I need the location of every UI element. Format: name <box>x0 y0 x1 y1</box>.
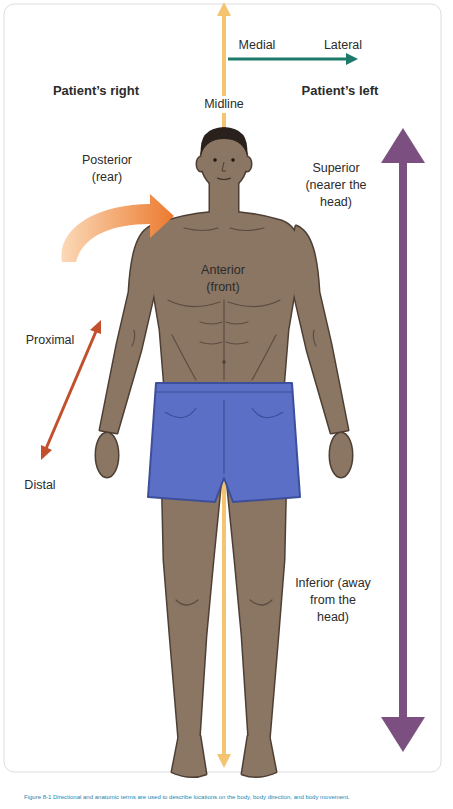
elbow-line <box>313 330 316 346</box>
shorts-seam <box>223 400 224 474</box>
knee-line <box>176 600 198 605</box>
mouth <box>217 178 231 180</box>
hand <box>96 433 118 477</box>
collarbone <box>230 228 264 231</box>
direction-label: Anterior (front) <box>192 262 254 296</box>
collarbone <box>184 228 218 231</box>
leg <box>227 470 286 742</box>
abdominal-line <box>226 322 248 324</box>
direction-label: Patient’s left <box>278 82 402 99</box>
direction-label: Patient’s right <box>34 82 158 99</box>
body-fill <box>96 131 352 777</box>
figure-caption: Figure 8-1 Directional and anatomic term… <box>24 793 444 801</box>
vertical-arrow-shaft <box>399 160 407 720</box>
superior-arrowhead <box>381 128 425 163</box>
foot <box>242 736 276 777</box>
proximal-arrowhead <box>90 320 101 334</box>
hand <box>330 433 352 477</box>
midline-arrowhead <box>217 2 231 16</box>
pectoral-line <box>168 300 220 307</box>
leg <box>162 470 221 742</box>
muscle-lines <box>132 228 316 605</box>
shorts-pocket <box>252 408 283 418</box>
posterior-curved-arrow <box>61 194 174 262</box>
inferior-arrowhead <box>381 717 425 752</box>
abdominal-line <box>200 342 222 344</box>
knee-line <box>250 600 272 605</box>
midline-arrowhead <box>217 754 231 768</box>
navel <box>222 360 226 364</box>
elbow-line <box>132 330 135 346</box>
shorts-waistband <box>156 391 292 392</box>
body-outline <box>96 131 352 777</box>
oblique-line <box>172 335 196 380</box>
torso <box>148 212 300 392</box>
direction-label: Midline <box>196 96 252 113</box>
proximal-distal-arrow-shaft <box>45 329 97 451</box>
abdominal-line <box>223 300 224 380</box>
eye <box>231 158 235 162</box>
shorts-pocket <box>165 408 196 418</box>
foot <box>172 736 206 777</box>
nose <box>222 162 226 171</box>
lateral-arrowhead <box>346 53 358 65</box>
leg <box>227 470 286 742</box>
hand <box>96 433 118 477</box>
leg <box>162 470 221 742</box>
torso <box>148 212 300 392</box>
direction-label: Medial <box>227 37 287 54</box>
lateral-arrow-shaft <box>228 58 348 61</box>
distal-arrowhead <box>41 445 52 460</box>
eye <box>213 158 217 162</box>
direction-label: Distal <box>10 477 70 494</box>
abdominal-line <box>226 342 248 344</box>
abdominal-line <box>200 322 222 324</box>
direction-label: Proximal <box>15 332 85 349</box>
pectoral-line <box>228 300 280 307</box>
figure-frame <box>4 4 441 772</box>
hand <box>330 433 352 477</box>
foot <box>172 736 206 777</box>
oblique-line <box>252 335 276 380</box>
direction-label: Posterior (rear) <box>71 152 143 186</box>
direction-label: Lateral <box>313 37 373 54</box>
foot <box>242 736 276 777</box>
direction-label: Superior (nearer the head) <box>296 160 376 211</box>
hair <box>201 127 248 155</box>
shorts <box>148 383 300 502</box>
direction-label: Inferior (away from the head) <box>293 575 373 626</box>
